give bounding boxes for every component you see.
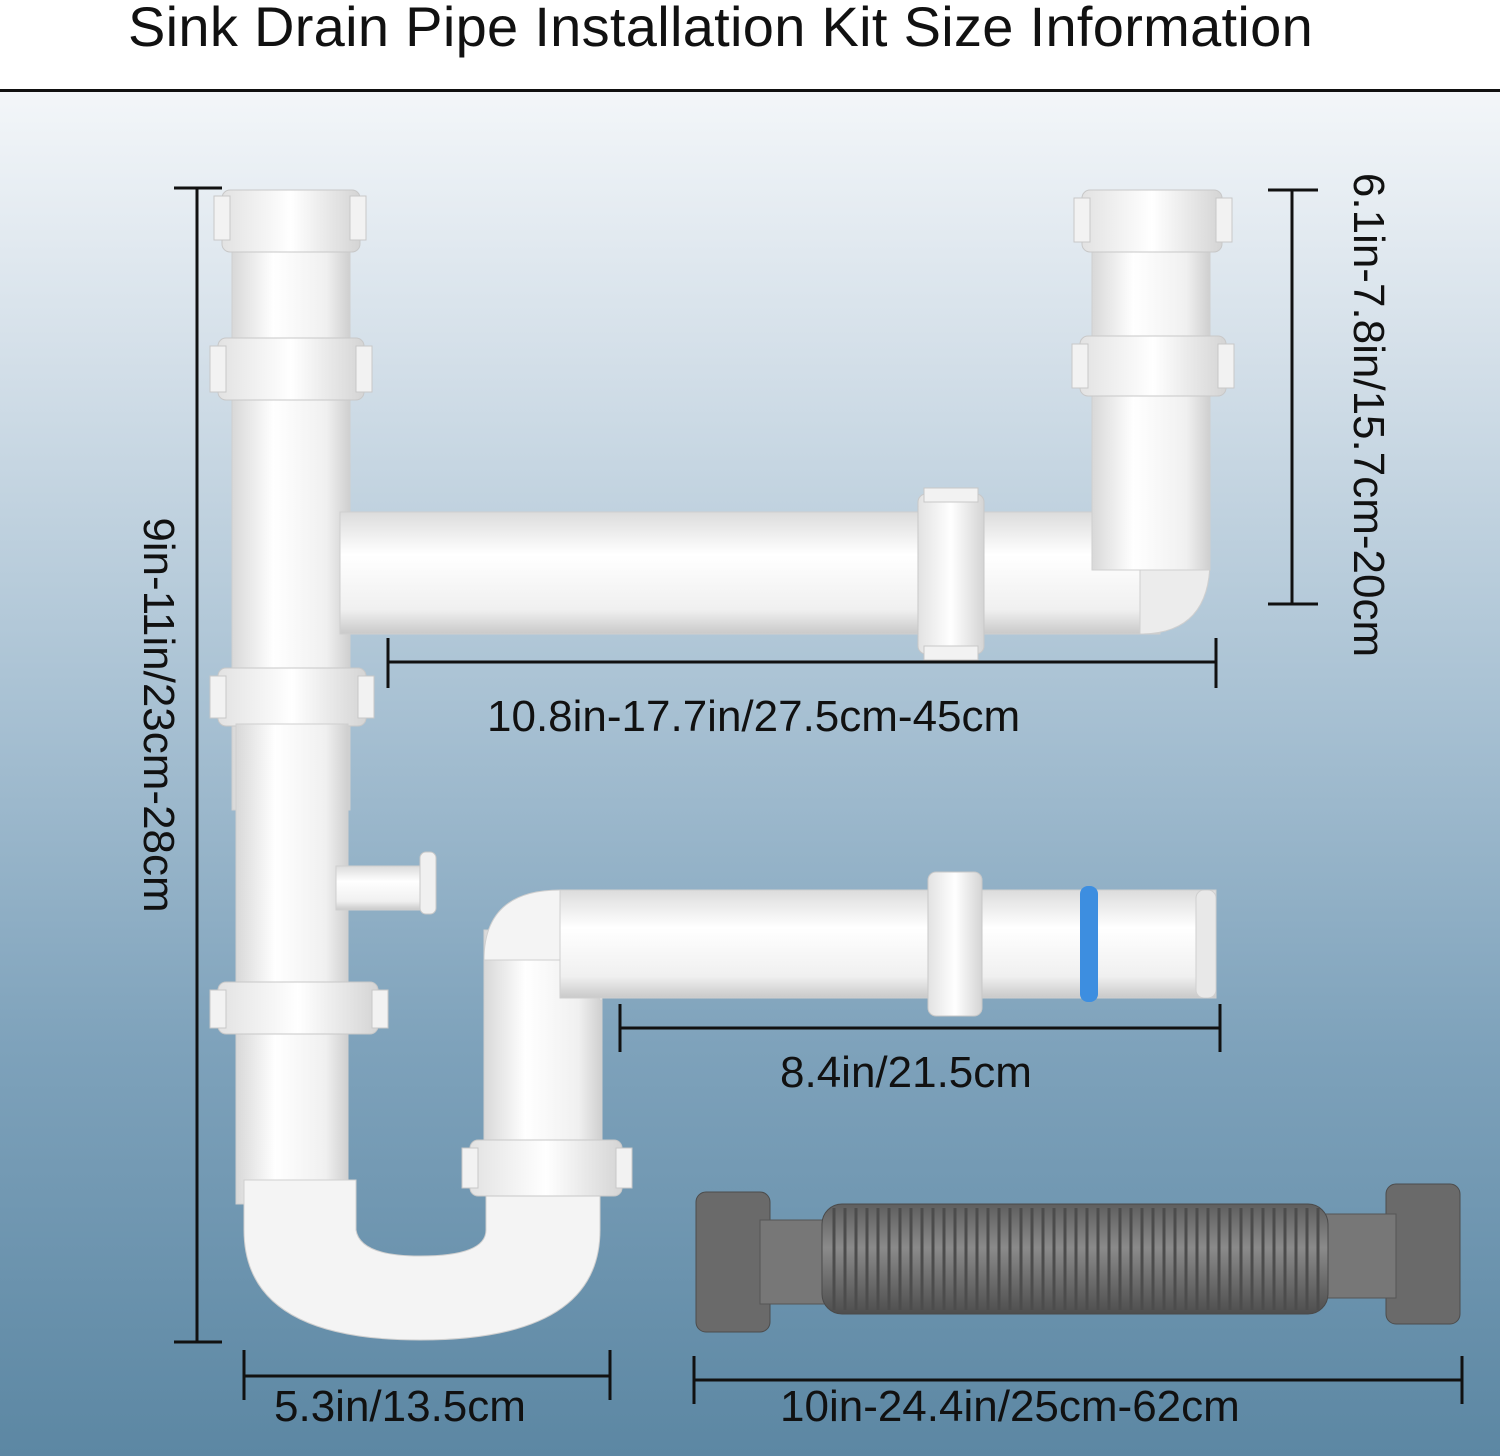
page-title: Sink Drain Pipe Installation Kit Size In… [128,0,1314,58]
header-divider [0,89,1500,92]
overall-height-label: 9in-11in/23cm-28cm [134,517,183,913]
lower-trap-assembly [209,667,1217,1341]
header: Sink Drain Pipe Installation Kit Size In… [0,0,1500,92]
dimension-lines [174,186,1464,1404]
flex-hose-length-label: 10in-24.4in/25cm-62cm [780,1382,1240,1431]
drain-kit-illustration [174,186,1464,1404]
outlet-length-label: 8.4in/21.5cm [780,1048,1032,1097]
trap-width-label: 5.3in/13.5cm [274,1382,526,1431]
flexible-hose [695,1183,1461,1333]
top-arm-length-label: 10.8in-17.7in/27.5cm-45cm [487,692,1021,741]
product-panel: 10.8in-17.7in/27.5cm-45cm 8.4in/21.5cm 5… [0,92,1500,1456]
side-height-label: 6.1in-7.8in/15.7cm-20cm [1344,172,1393,658]
